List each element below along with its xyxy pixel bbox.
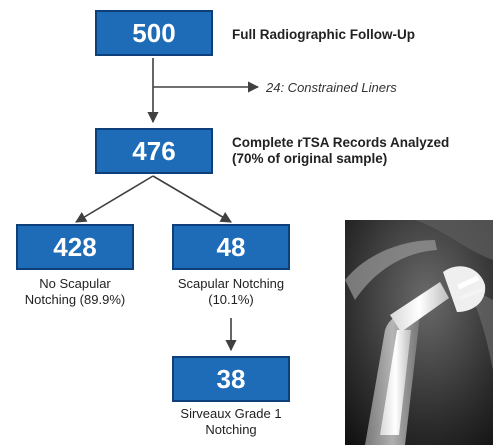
label-no-notching-line2: Notching (89.9%) [24,292,126,307]
shoulder-xray-image [345,220,493,445]
label-notching-line2: (10.1%) [208,292,254,307]
box-grade1: 38 [172,356,290,402]
box-full-followup: 500 [95,10,213,56]
label-no-notching-line1: No Scapular [39,276,111,291]
label-grade1-line1: Sirveaux Grade 1 [180,406,282,421]
arrow-second-to-right [152,175,232,223]
label-notching-line1: Scapular Notching [177,276,285,291]
box-notching: 48 [172,224,290,270]
label-excluded: 24: Constrained Liners [266,80,397,95]
label-grade1-line2: Notching [205,422,257,437]
label-notching: Scapular Notching (10.1%) [160,276,302,308]
label-full-followup: Full Radiographic Follow-Up [232,27,415,42]
label-analyzed-line2: (70% of original sample) [232,151,388,166]
box-no-notching: 428 [16,224,134,270]
label-grade1: Sirveaux Grade 1 Notching [160,406,302,438]
arrow-second-to-left [75,175,154,223]
label-analyzed: Complete rTSA Records Analyzed (70% of o… [232,135,449,167]
box-analyzed: 476 [95,128,213,174]
label-no-notching: No Scapular Notching (89.9%) [4,276,146,308]
label-analyzed-line1: Complete rTSA Records Analyzed [232,135,450,150]
